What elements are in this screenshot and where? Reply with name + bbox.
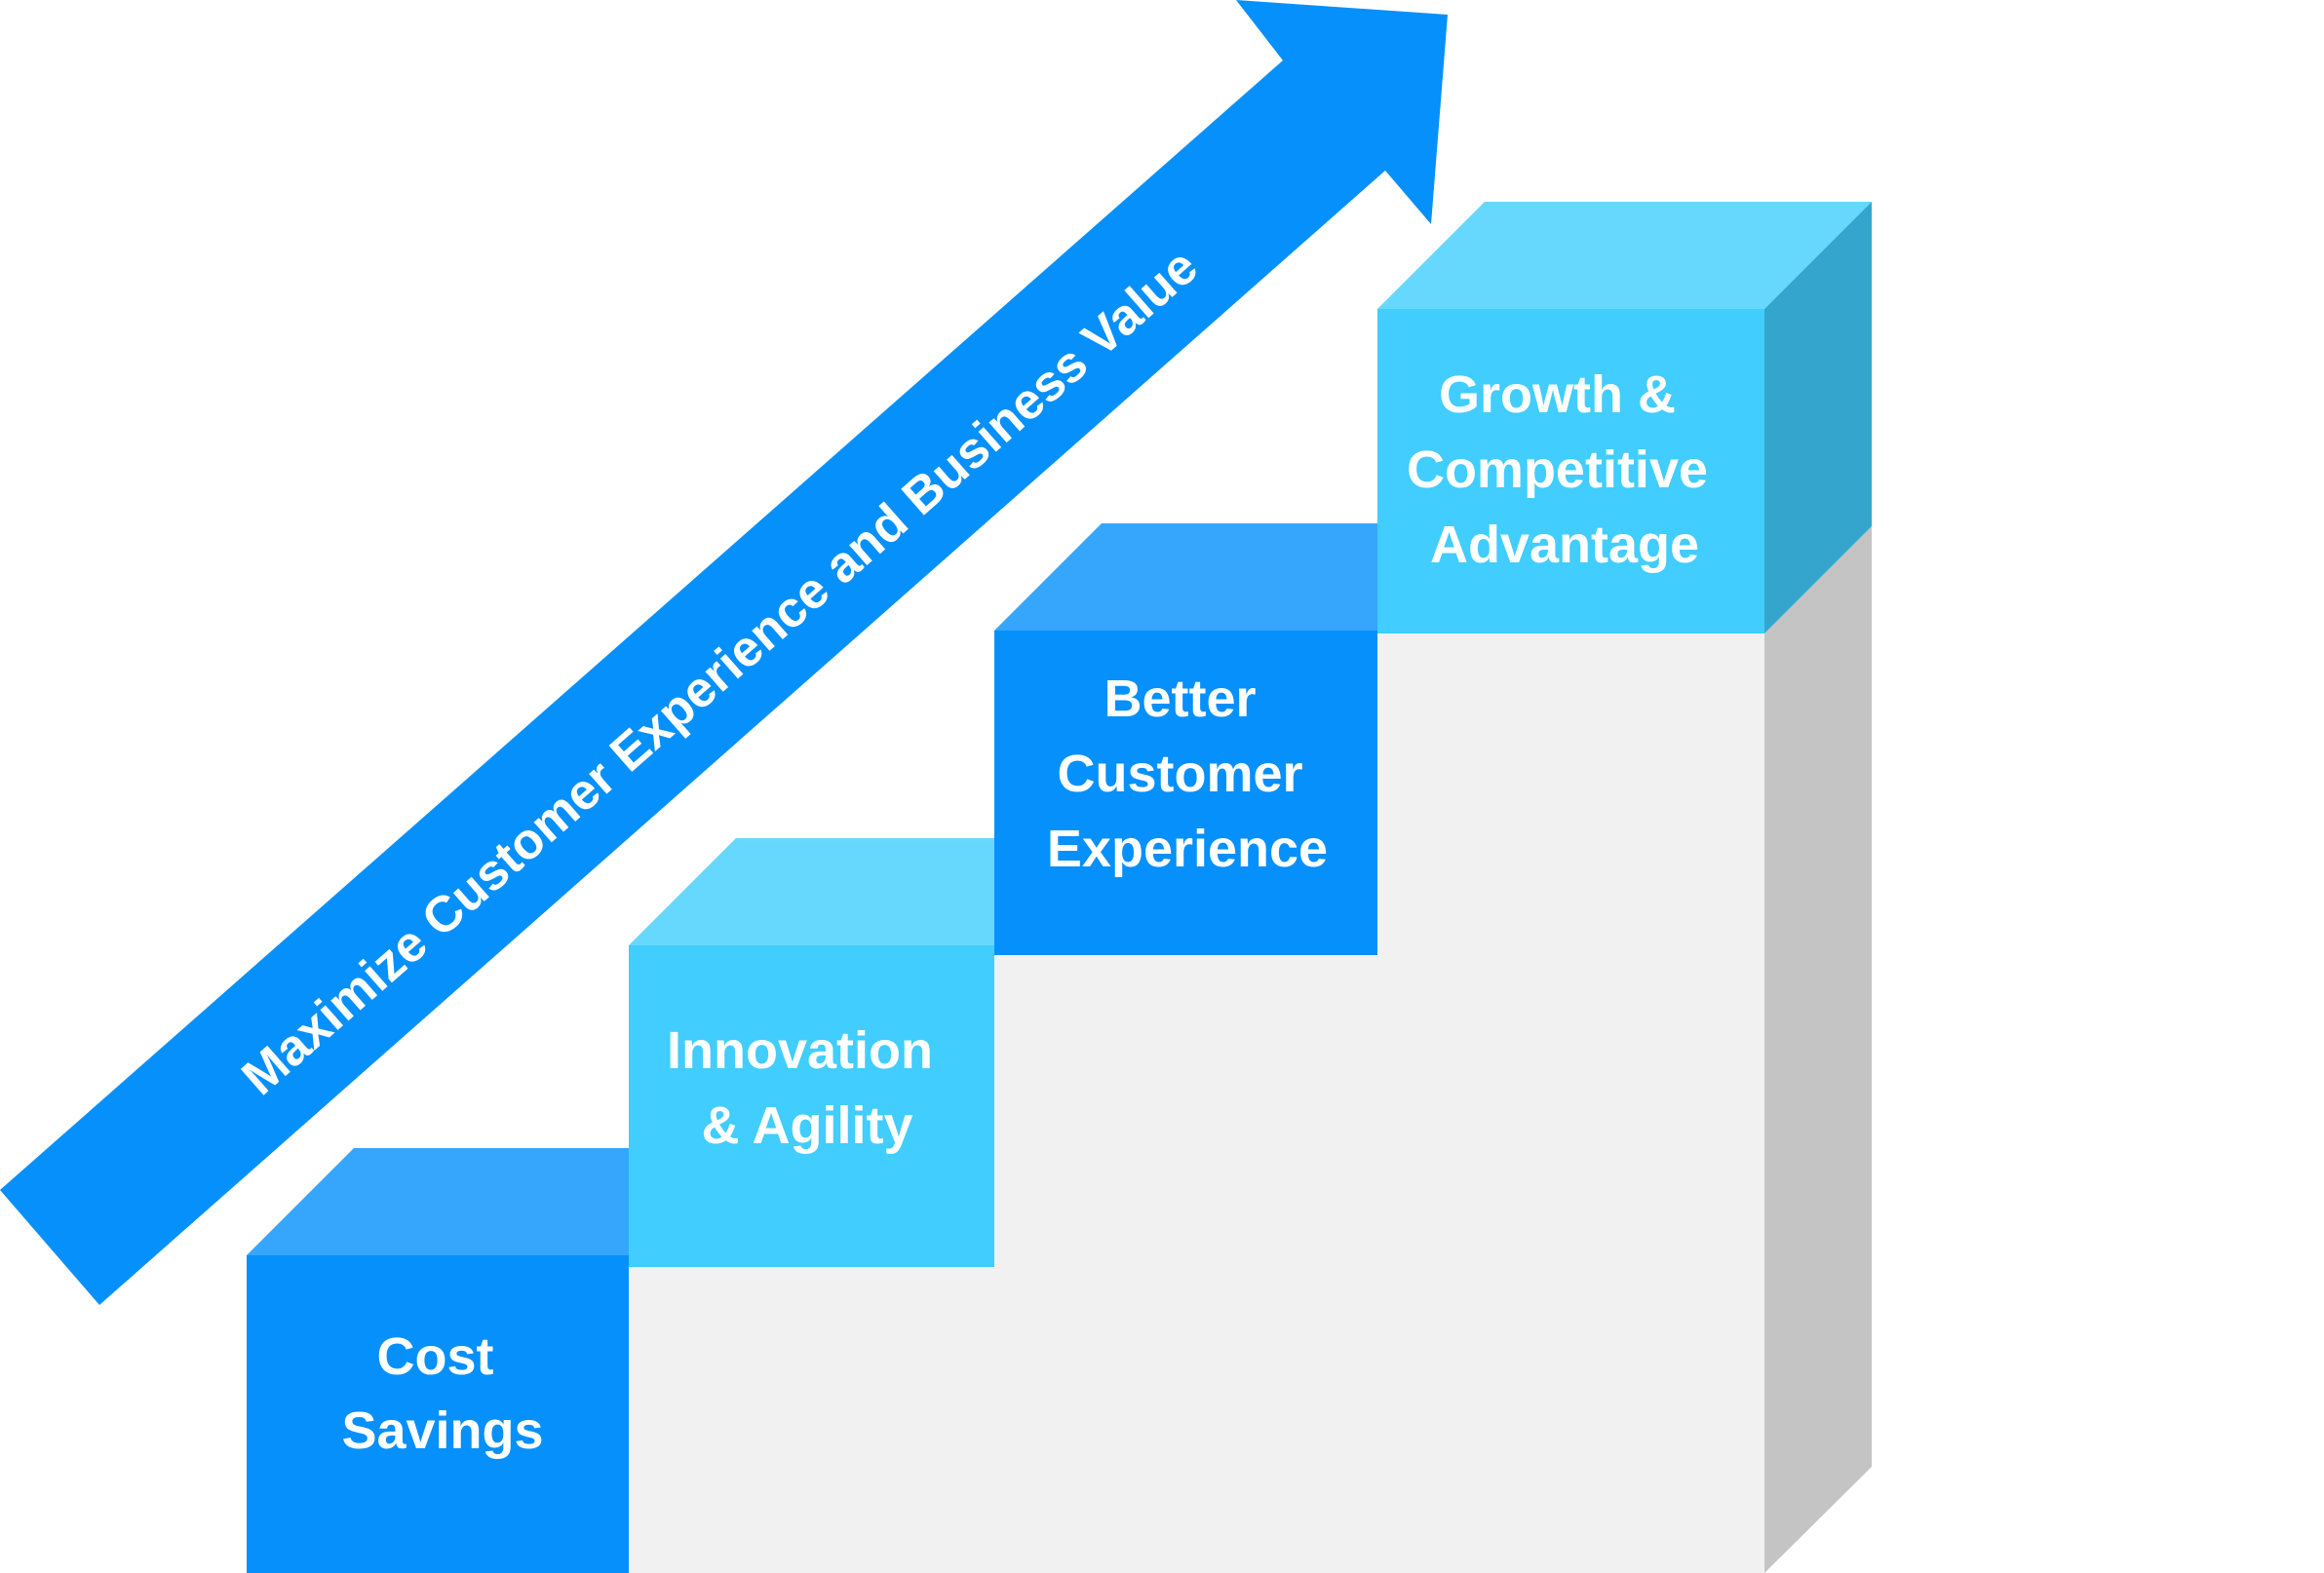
step-front-face: [1377, 309, 1764, 633]
step-label-line: Growth &: [1439, 365, 1676, 424]
step-label-line: Savings: [341, 1401, 543, 1460]
staircase-side-face: [1764, 526, 1872, 1573]
step-label-line: Advantage: [1430, 516, 1699, 574]
step-front-face: [247, 1255, 629, 1573]
step-label: Innovation & Agility: [667, 1021, 948, 1155]
step-front-face: [994, 631, 1377, 955]
step-growth-competitive-advantage: Growth & Competitive Advantage: [1377, 202, 1872, 633]
step-label-line: & Agility: [701, 1096, 912, 1155]
step-label-line: Experience: [1047, 820, 1328, 878]
step-top-face: [994, 523, 1377, 631]
step-label-line: Innovation: [667, 1021, 933, 1080]
arrow-shape: [0, 0, 1448, 1305]
step-label: Growth & Competitive Advantage: [1407, 365, 1723, 574]
step-label-line: Better: [1104, 670, 1256, 728]
step-label: Better Customer Experience: [1047, 670, 1328, 878]
staircase-base: [629, 526, 1872, 1573]
step-innovation-agility: Innovation & Agility: [629, 838, 994, 1267]
step-top-face: [247, 1148, 629, 1255]
step-top-face: [1377, 202, 1872, 309]
step-front-face: [629, 945, 994, 1267]
step-label-line: Customer: [1057, 745, 1302, 803]
step-cost-savings: Cost Savings: [247, 1148, 629, 1573]
staircase-front-face: [629, 633, 1764, 1573]
step-top-face: [629, 838, 994, 945]
step-side-face: [1764, 202, 1872, 633]
step-label-line: Competitive: [1407, 441, 1708, 499]
step-label-line: Cost: [376, 1327, 493, 1386]
step-better-customer-experience: Better Customer Experience: [994, 523, 1377, 955]
step-label: Cost Savings: [341, 1327, 543, 1460]
